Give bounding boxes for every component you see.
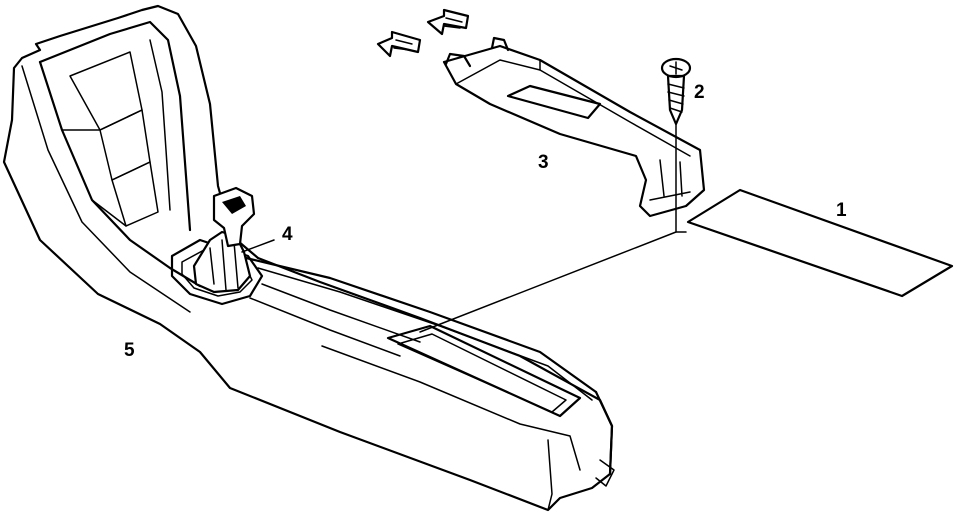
front-direction-arrows <box>376 8 470 58</box>
console-pad <box>686 188 954 298</box>
shift-knob-and-boot <box>192 186 256 294</box>
callout-5: 5 <box>124 340 135 361</box>
callout-3: 3 <box>538 152 549 173</box>
leader-lines <box>241 123 687 333</box>
callout-2: 2 <box>694 82 705 103</box>
center-console-body <box>2 4 615 512</box>
callout-1: 1 <box>836 200 847 221</box>
callout-4: 4 <box>282 224 293 245</box>
screw <box>660 57 692 126</box>
console-bracket <box>442 36 706 218</box>
